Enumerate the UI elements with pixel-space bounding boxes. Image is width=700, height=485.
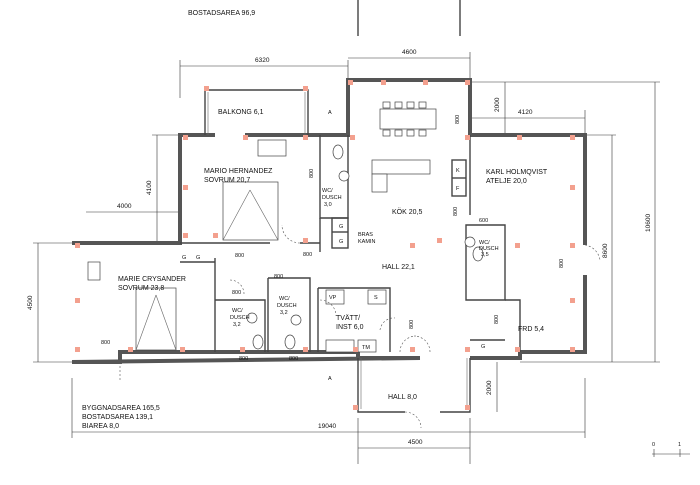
wc2-label-c: 3,5 — [481, 252, 489, 258]
room-frd: FRD 5,4 — [518, 326, 544, 333]
dim-2000-top: 2000 — [494, 97, 501, 112]
dim-800-marie-window: 800 — [101, 340, 110, 346]
summary-line-1: BYGGNADSAREA 165,5 — [82, 405, 160, 412]
room-tvatt-1: TVÄTT/ — [336, 314, 360, 322]
dim-800-kok: 800 — [455, 115, 461, 124]
room-balkong: BALKONG 6,1 — [218, 109, 264, 116]
upper-floor-outline — [357, 0, 461, 36]
room-tvatt-2: INST 6,0 — [336, 324, 364, 331]
fixture-k: K — [456, 168, 460, 174]
wc4-label-a: WC/ — [279, 296, 290, 302]
room-karl-name: KARL HOLMQVIST — [486, 169, 548, 176]
fixture-vp: VP — [329, 295, 337, 301]
dim-4000: 4000 — [117, 203, 132, 210]
fixture-f: F — [456, 186, 460, 192]
room-karl-area: ATELJE 20,0 — [486, 178, 527, 185]
room-marie-name: MARIE CRYSANDER — [118, 276, 186, 283]
interior-walls — [180, 135, 521, 353]
section-marker-top: A — [328, 110, 332, 116]
fixture-g-2: G — [339, 239, 343, 245]
fixture-labels: G G G G G K F VP S TM A A — [182, 110, 485, 382]
dimension-lines — [33, 52, 660, 464]
room-hall-entry: HALL 8,0 — [388, 394, 417, 401]
dim-4500-bottom: 4500 — [408, 439, 423, 446]
wc2-label-a: WC/ — [479, 240, 490, 246]
area-summary: BYGGNADSAREA 165,5 BOSTADSAREA 139,1 BIA… — [82, 405, 160, 430]
dim-4120: 4120 — [518, 109, 533, 116]
wc4-label-b: DUSCH — [277, 303, 297, 309]
exterior-walls — [71, 78, 587, 413]
fixture-s: S — [374, 295, 378, 301]
section-marker-bottom: A — [328, 376, 332, 382]
dining-table — [379, 101, 437, 137]
small-dimension-labels: 800 800 800 800 800 800 800 800 800 800 … — [101, 115, 565, 362]
wc2-label-b: DUSCH — [479, 246, 499, 252]
dim-800-marie: 800 — [235, 253, 244, 259]
scale-bar: 0 1 — [652, 442, 690, 457]
room-labels: BALKONG 6,1 MARIO HERNANDEZ SOVRUM 20,7 … — [118, 109, 548, 401]
room-hall: HALL 22,1 — [382, 264, 415, 271]
top-area-label: BOSTADSAREA 96,9 — [188, 10, 255, 17]
dim-800-hall: 800 — [303, 252, 312, 258]
wc3-label-a: WC/ — [232, 308, 243, 314]
room-kok: KÖK 20,5 — [392, 208, 422, 216]
scale-zero: 0 — [652, 442, 655, 448]
fixture-g-3: G — [182, 255, 186, 261]
dim-4500-left: 4500 — [27, 295, 34, 310]
beds — [87, 139, 287, 351]
fixture-g-1: G — [339, 224, 343, 230]
dimension-labels: 6320 4600 4120 2000 10600 8600 4000 4100… — [27, 49, 652, 446]
dim-800-wc4-a: 800 — [274, 274, 283, 280]
wc1-label-c: 3,0 — [324, 202, 332, 208]
dim-4600: 4600 — [402, 49, 417, 56]
dim-600-atelje: 600 — [479, 218, 488, 224]
room-marie-area: SOVRUM 23,8 — [118, 285, 164, 292]
wc1-label-a: WC/ — [322, 188, 333, 194]
dim-19040: 19040 — [318, 423, 336, 430]
wc4-label-c: 3,2 — [280, 310, 288, 316]
structural-columns — [75, 80, 575, 410]
dim-800-tvatt: 800 — [409, 320, 415, 329]
room-mario-name: MARIO HERNANDEZ — [204, 168, 273, 175]
room-mario-area: SOVRUM 20,7 — [204, 177, 250, 184]
wc1-label-b: DUSCH — [322, 195, 342, 201]
dim-800-wc4-b: 800 — [289, 356, 298, 362]
dim-6320: 6320 — [255, 57, 270, 64]
bras-label-2: KAMIN — [358, 239, 375, 245]
bras-label-1: BRAS — [358, 232, 373, 238]
fixture-tm: TM — [362, 345, 370, 351]
wc3-label-b: DUSCH — [230, 315, 250, 321]
dim-800-wc3-b: 800 — [239, 356, 248, 362]
dim-800-right: 800 — [559, 259, 565, 268]
dim-800-atelje: 800 — [453, 207, 459, 216]
dim-10600: 10600 — [645, 214, 652, 232]
dim-4100: 4100 — [146, 180, 153, 195]
dim-8600: 8600 — [602, 243, 609, 258]
dim-800-wc1: 800 — [309, 169, 315, 178]
doors — [119, 224, 601, 429]
summary-line-2: BOSTADSAREA 139,1 — [82, 414, 153, 421]
fixture-g-5: G — [481, 344, 485, 350]
fixture-g-4: G — [196, 255, 200, 261]
wc3-label-c: 3,2 — [233, 322, 241, 328]
scale-one: 1 — [678, 442, 681, 448]
dim-800-frd: 800 — [494, 315, 500, 324]
dim-800-wc3: 800 — [232, 290, 241, 296]
toilets — [246, 144, 484, 350]
summary-line-3: BIAREA 8,0 — [82, 423, 119, 430]
dim-2000-bottom: 2000 — [486, 380, 493, 395]
